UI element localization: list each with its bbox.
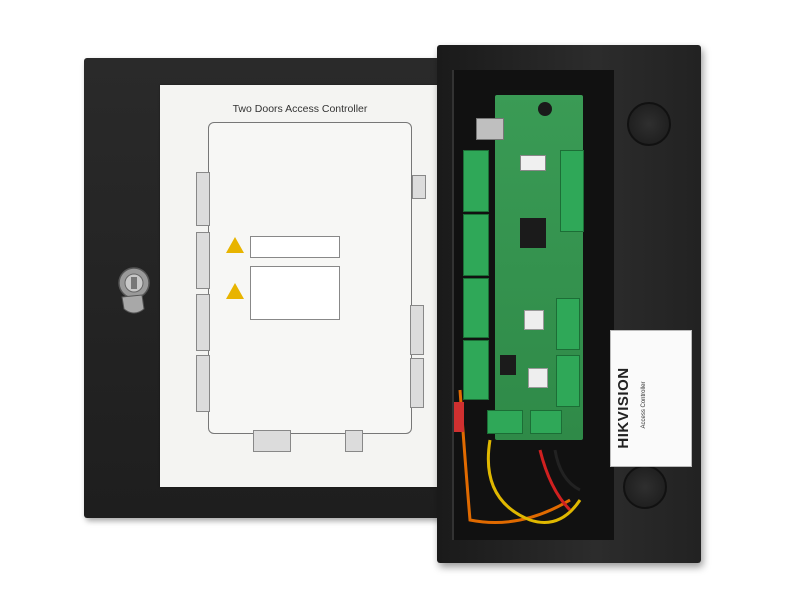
diagram-terminal [196,355,210,412]
diagram-terminal [196,172,210,226]
caution-box [250,236,340,258]
sheet-title: Two Doors Access Controller [232,103,368,115]
diagram-terminal [196,294,210,351]
relay [524,310,544,330]
diagram-terminal [412,175,426,199]
terminal-block [463,214,489,276]
terminal-block [487,410,523,434]
product-name: Access Controller [641,381,647,429]
diagram-terminal [253,430,291,452]
warning-icon [226,283,244,299]
chip [520,218,546,248]
terminal-block [560,150,584,232]
caution-box [250,266,340,320]
diagram-terminal [345,430,363,452]
cable-knockout [623,465,667,509]
terminal-block [463,340,489,400]
diagram-terminal [196,232,210,289]
relay [528,368,548,388]
terminal-block [556,355,580,407]
diagram-terminal [410,358,424,408]
brand-logo: HIKVISION [615,367,632,449]
terminal-block [530,410,562,434]
chip [500,355,516,375]
cable-knockout [627,102,671,146]
battery [538,102,552,116]
terminal-block [463,150,489,212]
ethernet-port [476,118,504,140]
diagram-terminal [410,305,424,355]
door-lock-icon [118,267,150,314]
terminal-block [463,278,489,338]
board-sticker [520,155,546,171]
device-label [610,330,692,467]
terminal-block [556,298,580,350]
wires [454,389,582,524]
warning-icon [226,237,244,253]
